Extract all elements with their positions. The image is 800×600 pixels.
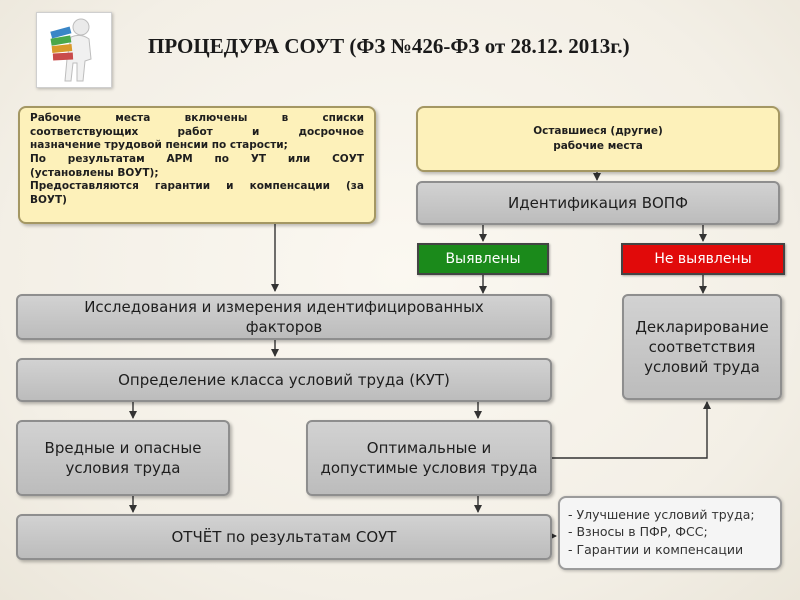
special-line: По результатам АРМ по УТ или СОУТ	[30, 152, 364, 165]
special-line: ВОУТ)	[30, 193, 67, 206]
special-line: назначение трудовой пенсии по старости;	[30, 139, 288, 152]
person-carrying-books-icon	[50, 18, 92, 82]
outcomes-box: - Улучшение условий труда; - Взносы в ПФ…	[558, 496, 782, 570]
research-box: Исследования и измерения идентифицирован…	[16, 294, 552, 340]
outcome-item: - Гарантии и компенсации	[568, 541, 744, 557]
special-line: Предоставляются гарантии и компенсации (…	[30, 180, 364, 193]
report-box: ОТЧЁТ по результатам СОУТ	[16, 514, 552, 560]
other-line: Оставшиеся (другие)	[533, 125, 663, 138]
special-workplaces-box: Рабочие места включены в списки соответс…	[18, 106, 376, 224]
optimal-conditions-box: Оптимальные и допустимые условия труда	[306, 420, 552, 496]
other-workplaces-box: Оставшиеся (другие) рабочие места	[416, 106, 780, 172]
logo	[36, 12, 112, 88]
other-line: рабочие места	[553, 140, 643, 152]
special-line: Рабочие места включены в списки	[30, 112, 364, 124]
dash-icon: -	[568, 541, 577, 557]
outcome-item: - Взносы в ПФР, ФСС;	[568, 524, 708, 540]
declaration-box: Декларирование соответствия условий труд…	[622, 294, 782, 400]
special-line: (установлены ВОУТ);	[30, 166, 159, 179]
found-badge: Выявлены	[417, 243, 549, 275]
special-line: соответствующих работ и досрочное	[30, 125, 364, 138]
class-definition-box: Определение класса условий труда (КУТ)	[16, 358, 552, 402]
page-title: ПРОЦЕДУРА СОУТ (ФЗ №426-ФЗ от 28.12. 201…	[148, 34, 630, 58]
identification-box: Идентификация ВОПФ	[416, 181, 780, 225]
harmful-conditions-box: Вредные и опасные условия труда	[16, 420, 230, 496]
outcome-item: - Улучшение условий труда;	[568, 507, 755, 522]
dash-icon: -	[568, 524, 577, 540]
not-found-badge: Не выявлены	[621, 243, 785, 275]
dash-icon: -	[568, 507, 577, 522]
arrow-optimal-to-declaration	[552, 401, 711, 459]
